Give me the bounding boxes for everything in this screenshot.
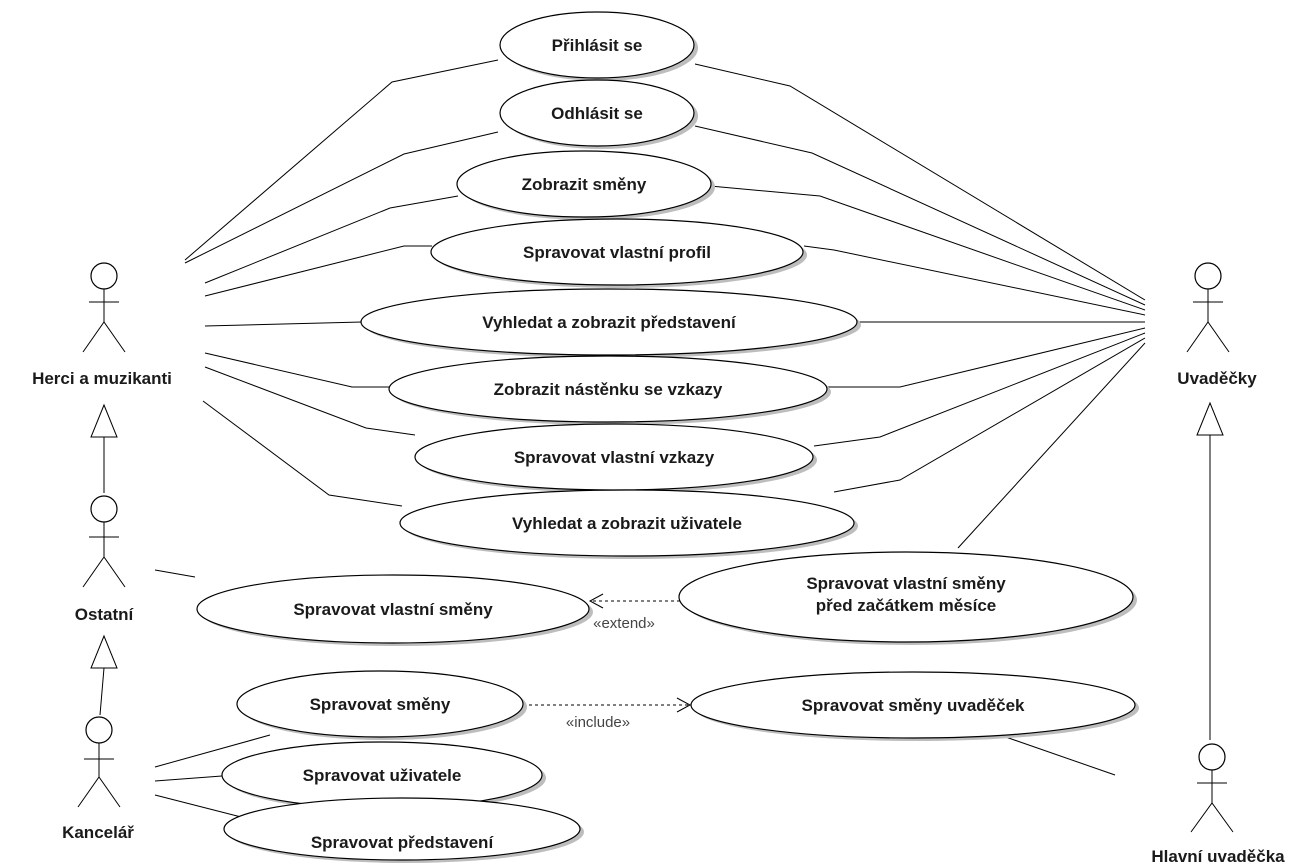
use-case-label: Přihlásit se [552,36,643,55]
use-case-label-line1: Spravovat vlastní směny [806,574,1006,593]
use-case-spravovat-profil[interactable]: Spravovat vlastní profil [430,218,807,288]
use-case-label: Odhlásit se [551,104,643,123]
use-case-zobrazit-nastenku[interactable]: Zobrazit nástěnku se vzkazy [388,355,831,425]
assoc-uvadecky-nastenka [827,327,1146,388]
actor-ostatni[interactable]: Ostatní [75,495,135,624]
associations [154,59,1146,819]
use-case-spravovat-vzkazy[interactable]: Spravovat vlastní vzkazy [414,423,817,493]
use-case-label: Zobrazit nástěnku se vzkazy [494,380,723,399]
gen-ostatni-herci-head [90,403,118,438]
actor-uvadecky[interactable]: Uvaděčky [1177,262,1257,388]
actor-label: Herci a muzikanti [32,369,172,388]
use-case-spravovat-vlastni-smeny[interactable]: Spravovat vlastní směny [196,574,593,646]
assoc-uvadecky-zobrazit-smeny [709,185,1146,311]
gen-kancelar-ostatni [99,667,105,716]
actor-hlavni-uvadecka[interactable]: Hlavní uvaděčka [1151,743,1285,866]
use-case-label: Spravovat směny uvaděček [801,696,1025,715]
actor-kancelar[interactable]: Kancelář [62,716,134,842]
use-case-spravovat-predstaveni[interactable]: Spravovat představení [223,797,584,863]
assoc-herci-uzivatele [202,400,403,507]
actor-label: Uvaděčky [1177,369,1257,388]
generalizations [90,401,1224,740]
use-case-vyhledat-predstaveni[interactable]: Vyhledat a zobrazit představení [360,288,861,358]
assoc-uvadecky-profil [803,245,1146,316]
include-label: «include» [566,714,630,731]
use-case-spravovat-smeny[interactable]: Spravovat směny [236,670,527,740]
assoc-kancelar-smeny [154,734,271,768]
actor-herci-a-muzikanti[interactable]: Herci a muzikanti [32,262,172,388]
use-case-spravovat-smeny-pred-zacatkem[interactable]: Spravovat vlastní směny před začátkem mě… [678,551,1137,645]
assoc-herci-odhlasit [184,131,499,264]
extend-label: «extend» [593,615,655,632]
use-case-odhlasit[interactable]: Odhlásit se [499,79,698,149]
assoc-uvadecky-vzkazy [813,332,1146,447]
use-case-label: Spravovat směny [310,695,451,714]
use-case-vyhledat-uzivatele[interactable]: Vyhledat a zobrazit uživatele [399,489,858,559]
use-case-label: Spravovat vlastní vzkazy [514,448,715,467]
use-case-label: Spravovat vlastní profil [523,243,711,262]
assoc-uvadecky-uzivatele [833,337,1146,493]
assoc-ostatni-vlastni-smeny [154,569,196,578]
use-case-spravovat-smeny-uvadecek[interactable]: Spravovat směny uvaděček [690,671,1139,741]
assoc-uvadecky-prihlasit [694,63,1146,301]
use-case-label: Spravovat představení [311,833,495,852]
assoc-herci-nastenka [204,352,390,388]
extend-arrowhead [588,593,604,609]
assoc-kancelar-uzivatele [154,775,223,782]
assoc-herci-prihlasit [184,59,499,261]
use-case-prihlasit[interactable]: Přihlásit se [499,11,698,81]
actor-head-icon [85,716,113,744]
gen-kancelar-ostatni-head [90,634,118,669]
use-case-label: Spravovat vlastní směny [293,600,493,619]
actor-head-icon [90,262,118,290]
actor-head-icon [1194,262,1222,290]
use-case-zobrazit-smeny[interactable]: Zobrazit směny [456,150,715,220]
actor-head-icon [90,495,118,523]
use-case-label: Spravovat uživatele [303,766,462,785]
dependencies [523,593,692,713]
assoc-uvadecky-odhlasit [694,125,1146,306]
actor-label: Hlavní uvaděčka [1151,847,1285,866]
assoc-herci-predstaveni [204,321,363,327]
assoc-herci-profil [204,245,432,297]
actor-label: Kancelář [62,823,134,842]
assoc-herci-zobrazit-smeny [204,195,459,284]
use-case-label: Zobrazit směny [522,175,647,194]
assoc-herci-vzkazy [204,366,416,436]
use-case-label: Vyhledat a zobrazit uživatele [512,514,742,533]
actor-head-icon [1198,743,1226,771]
use-case-label-line2: před začátkem měsíce [816,596,997,615]
assoc-kancelar-predstaveni [154,794,246,819]
include-arrowhead [676,697,692,713]
assoc-hlavni-smeny-uvadecek [999,734,1116,776]
use-cases: Přihlásit se Odhlásit se Zobrazit směny … [196,11,1139,863]
use-case-label: Vyhledat a zobrazit představení [482,313,737,332]
assoc-uvadecky-smeny-pred-zacatkem [957,342,1146,549]
actor-label: Ostatní [75,605,135,624]
gen-hlavni-uvadecky-head [1196,401,1224,436]
